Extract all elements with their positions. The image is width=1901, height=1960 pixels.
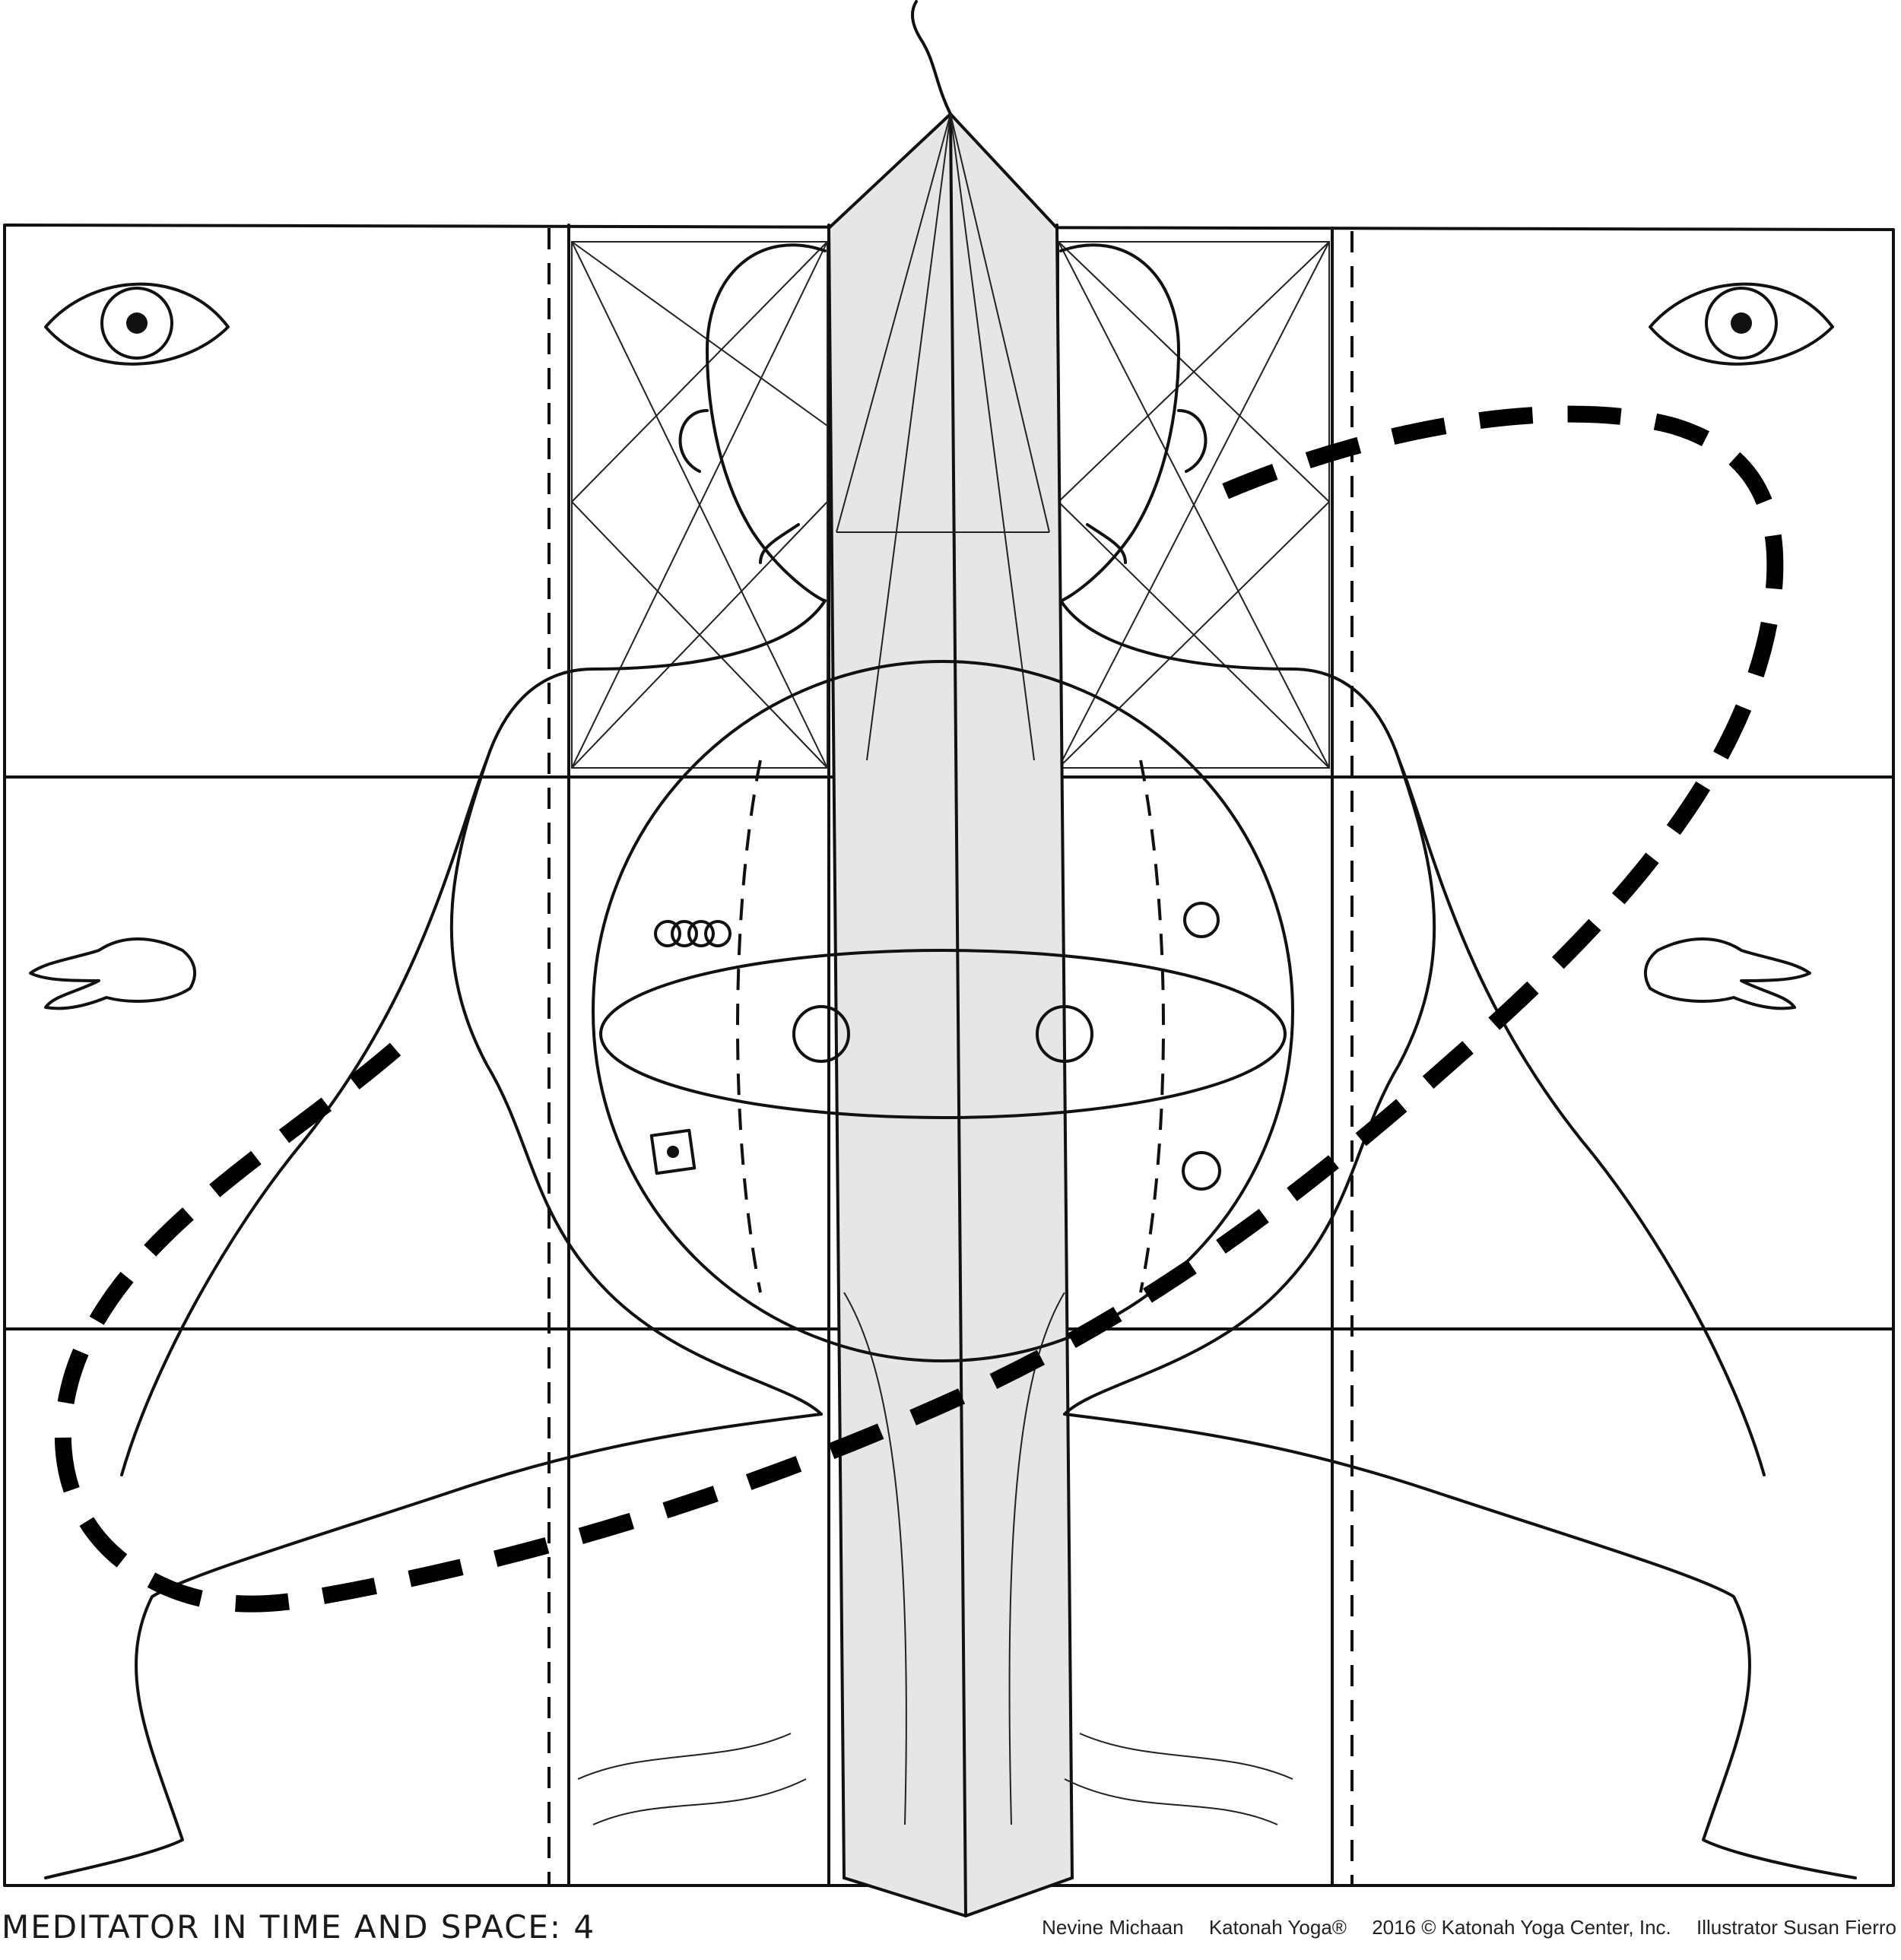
brand-credit: Katonah Yoga®	[1208, 1916, 1347, 1939]
diagram-title: MEDITATOR IN TIME AND SPACE: 4	[2, 1908, 596, 1946]
eye-icon-right	[1649, 282, 1834, 366]
hand-icon-right	[1643, 937, 1811, 1010]
central-prism	[827, 0, 1074, 1918]
copyright-credit: 2016 © Katonah Yoga Center, Inc.	[1372, 1916, 1671, 1939]
author-credit: Nevine Michaan	[1042, 1916, 1184, 1939]
eye-icon-left	[44, 282, 230, 366]
belly-sphere	[592, 660, 1294, 1362]
figure-right	[1059, 243, 1857, 1879]
roots	[577, 1733, 1293, 1825]
illustrator-credit: Illustrator Susan Fierro	[1696, 1916, 1896, 1939]
figure-left	[44, 243, 827, 1879]
star-geometry	[571, 241, 1330, 769]
hand-icon-left	[29, 937, 197, 1010]
credit-line: Nevine Michaan Katonah Yoga® 2016 © Kato…	[1022, 1916, 1896, 1939]
